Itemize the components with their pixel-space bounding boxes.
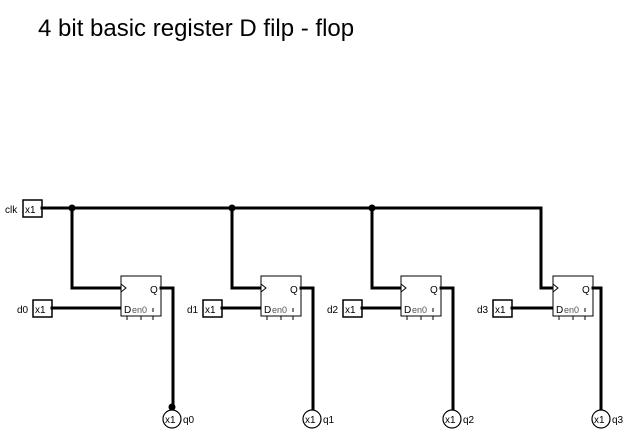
ff-d-pin-label: D [264,305,271,316]
ff-q-pin-label: Q [430,285,438,296]
output-label: q1 [323,415,335,426]
ff-en-pin-label: en0 [564,305,579,315]
clock-input[interactable]: clk x1 [5,199,43,218]
d-flip-flop[interactable] [260,275,302,317]
clock-edge-icon [552,283,559,293]
ff-q-pin-label: Q [290,285,298,296]
clock-edge-icon [260,283,267,293]
data-input-port-label: x1 [495,305,506,316]
output-port-label: x1 [594,415,605,426]
output-port-circle[interactable] [442,409,462,429]
ff-en-pin-label: en0 [272,305,287,315]
output-port-circle[interactable] [162,409,182,429]
clock-port-label: x1 [25,205,36,216]
ff-en-pin-label: en0 [132,305,147,315]
ff-en-pin-label: en0 [412,305,427,315]
d-flip-flop[interactable] [120,275,162,317]
register-bit-3: d3 x1 Q D en0 x1 q3 [477,206,624,429]
clock-label: clk [5,205,18,216]
output-label: q2 [463,415,475,426]
output-label: q3 [612,415,624,426]
data-input-label: d0 [17,305,29,316]
d-flip-flop[interactable] [400,275,442,317]
data-input-port-label: x1 [345,305,356,316]
diagram-title: 4 bit basic register D filp - flop [38,15,354,42]
clock-edge-icon [120,283,127,293]
output-port-label: x1 [305,415,316,426]
data-input-label: d2 [327,305,339,316]
output-port-circle[interactable] [591,409,611,429]
output-label: q0 [183,415,195,426]
register-bit-1: d1 x1 Q D en0 x1 q1 [187,206,335,429]
register-bit-2: d2 x1 Q D en0 x1 q2 [327,206,475,429]
output-port-label: x1 [445,415,456,426]
register-bit-0: d0 x1 Q D en0 x1 q0 [17,206,195,429]
ff-q-pin-label: Q [150,285,158,296]
clock-edge-icon [400,283,407,293]
d-flip-flop[interactable] [552,275,594,317]
output-port-label: x1 [165,415,176,426]
data-input-label: d3 [477,305,489,316]
ff-d-pin-label: D [404,305,411,316]
output-port-circle[interactable] [302,409,322,429]
clock-bus [40,204,543,212]
ff-q-pin-label: Q [582,285,590,296]
data-input-port-label: x1 [35,305,46,316]
junction-dot [168,403,176,411]
data-input-label: d1 [187,305,199,316]
ff-d-pin-label: D [124,305,131,316]
data-input-port-label: x1 [205,305,216,316]
ff-d-pin-label: D [556,305,563,316]
